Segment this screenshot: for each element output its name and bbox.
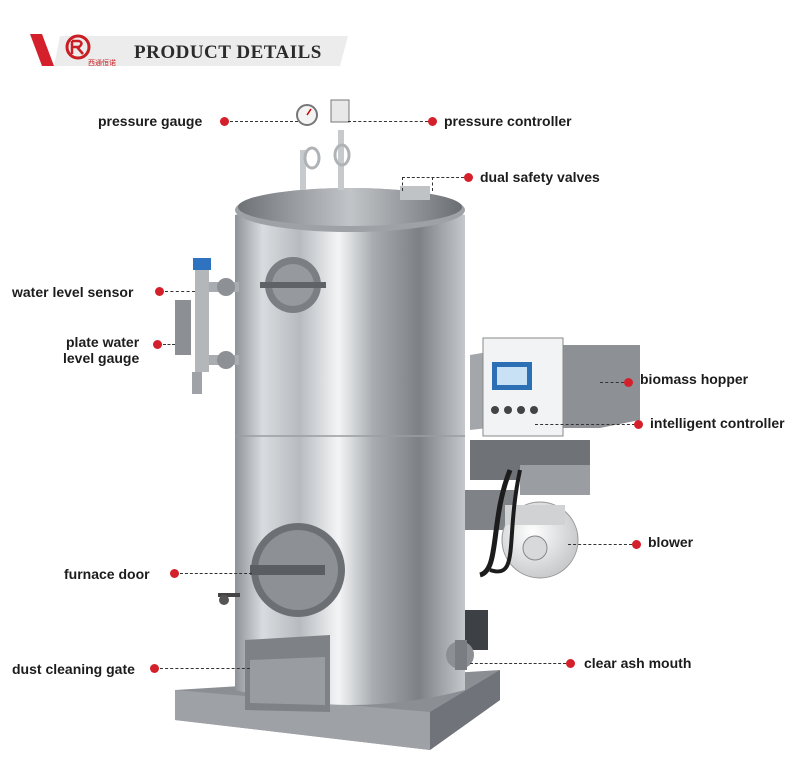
clear-ash-mouth-leader	[470, 663, 566, 664]
banner-background	[30, 34, 348, 66]
biomass-hopper-marker	[624, 378, 633, 387]
furnace-door-leader	[180, 573, 252, 574]
water-level-sensor-marker	[155, 287, 164, 296]
label-pressure-controller: pressure controller	[444, 113, 572, 129]
label-plate-water-level-gauge-line2: level gauge	[63, 350, 140, 366]
brand-logo-icon	[65, 34, 91, 60]
pressure-controller-leader	[348, 121, 428, 122]
plate-water-gauge-leader	[163, 344, 175, 345]
clear-ash-mouth-marker	[566, 659, 575, 668]
safety-valves-leader-right	[432, 177, 433, 191]
header-banner: 西通恒诺 PRODUCT DETAILS	[30, 34, 350, 70]
water-level-sensor-leader	[165, 291, 195, 292]
plate-water-gauge-marker	[153, 340, 162, 349]
blower-marker	[632, 540, 641, 549]
page-title: PRODUCT DETAILS	[134, 42, 322, 63]
furnace-door-marker	[170, 569, 179, 578]
label-furnace-door: furnace door	[64, 566, 150, 582]
label-biomass-hopper: biomass hopper	[640, 371, 749, 387]
dust-cleaning-gate-leader	[160, 668, 250, 669]
safety-valves-leader-left	[402, 177, 403, 191]
label-clear-ash-mouth: clear ash mouth	[584, 655, 692, 671]
dust-cleaning-gate-marker	[150, 664, 159, 673]
blower-leader	[568, 544, 632, 545]
label-pressure-gauge: pressure gauge	[98, 113, 203, 129]
intelligent-controller-marker	[634, 420, 643, 429]
label-plate-water-level-gauge-line1: plate water	[66, 334, 140, 350]
pressure-gauge-leader	[230, 121, 298, 122]
biomass-hopper-leader	[600, 382, 624, 383]
safety-valves-leader	[402, 177, 464, 178]
label-intelligent-controller: intelligent controller	[650, 415, 785, 431]
label-blower: blower	[648, 534, 694, 550]
safety-valves-marker	[464, 173, 473, 182]
intelligent-controller-leader	[535, 424, 635, 425]
brand-logo-text: 西通恒诺	[88, 59, 116, 67]
pressure-controller-marker	[428, 117, 437, 126]
label-dual-safety-valves: dual safety valves	[480, 169, 600, 185]
label-dust-cleaning-gate: dust cleaning gate	[12, 661, 135, 677]
label-water-level-sensor: water level sensor	[12, 284, 134, 300]
pressure-gauge-marker	[220, 117, 229, 126]
